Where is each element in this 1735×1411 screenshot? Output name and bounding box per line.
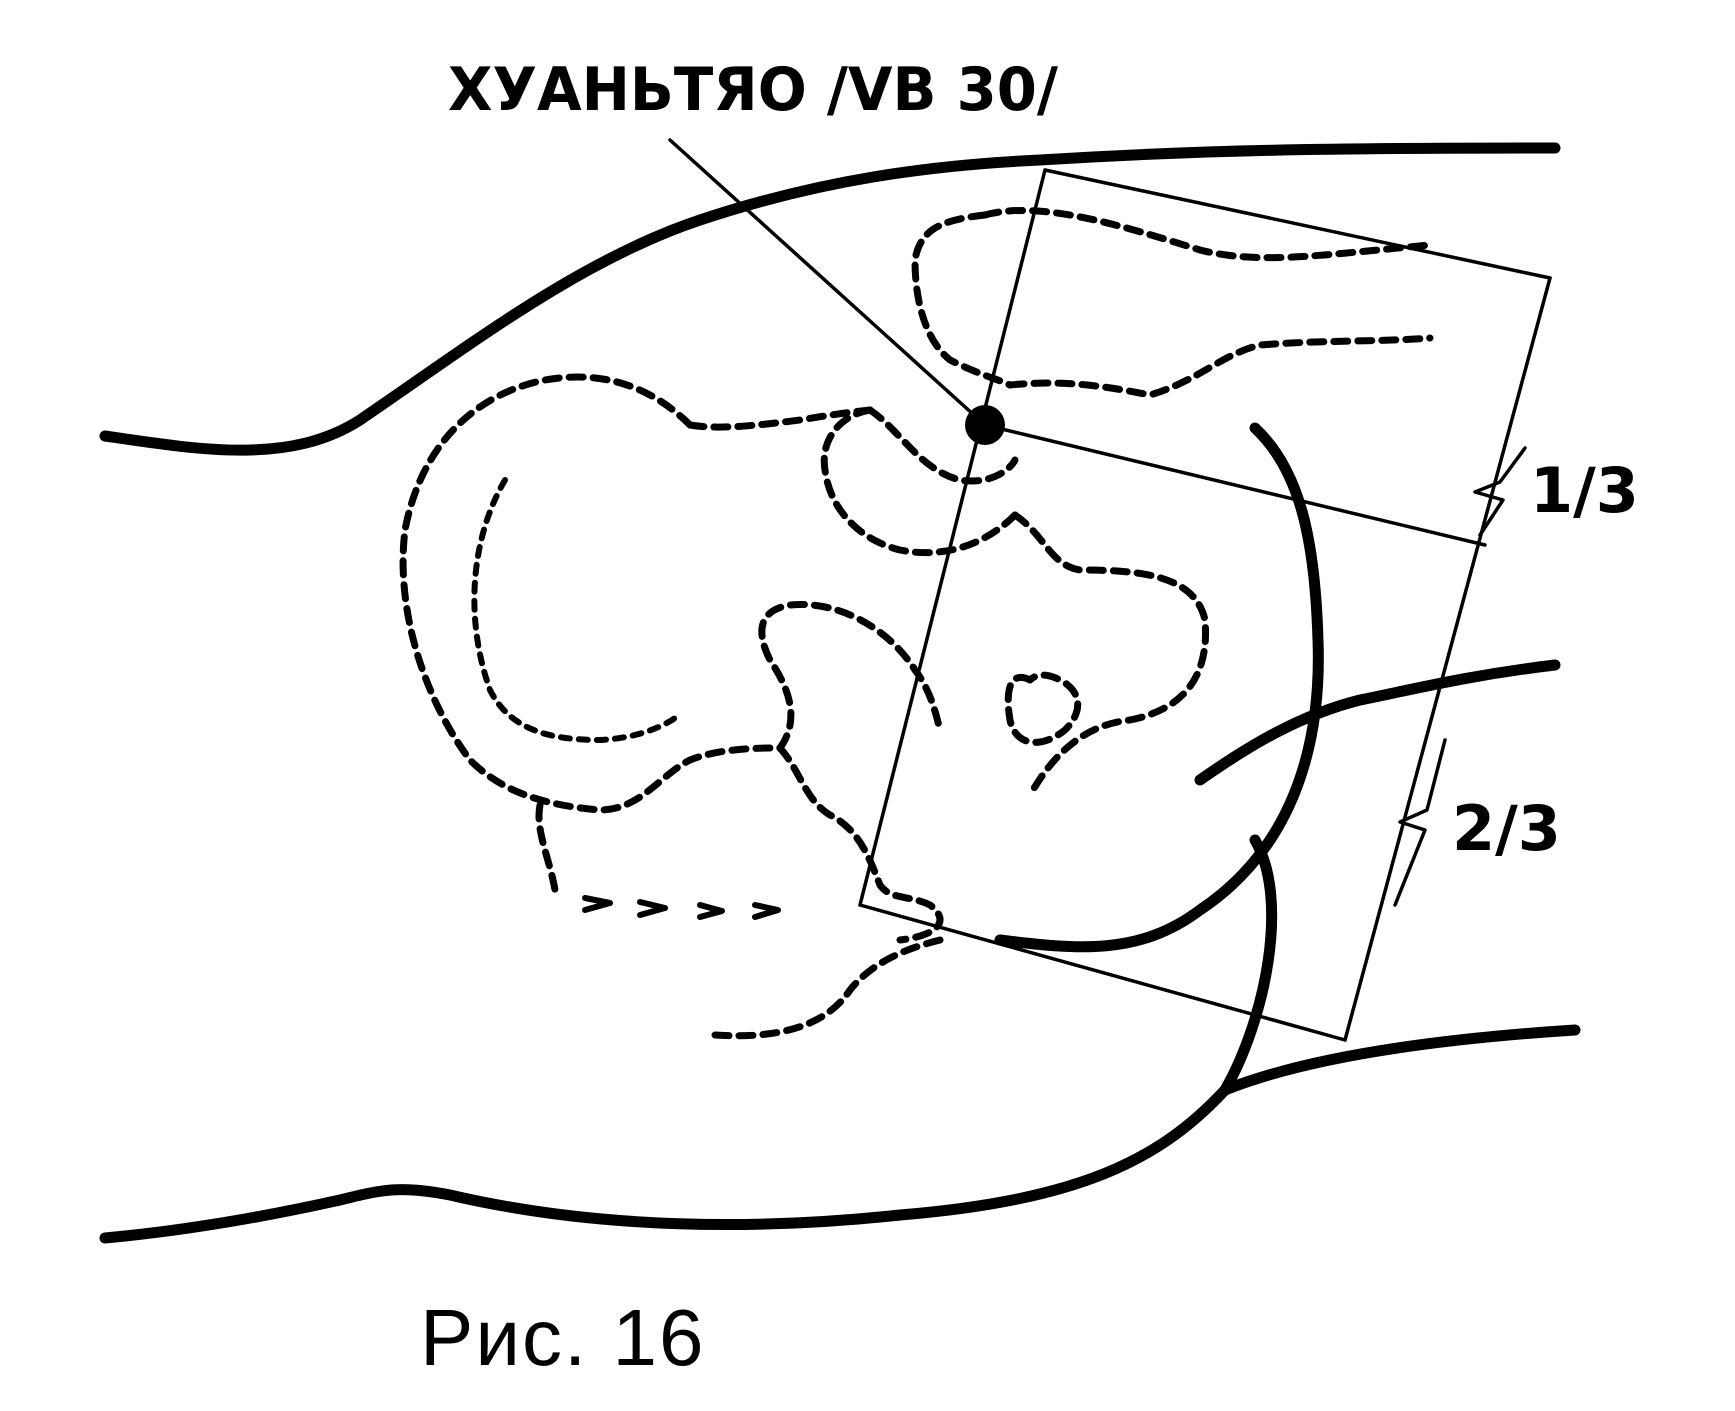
fraction-braces xyxy=(1393,446,1527,907)
proportion-lines xyxy=(668,138,1552,1042)
femoral-head-contour xyxy=(471,477,678,743)
bone-contours xyxy=(399,206,1434,1040)
upper-fraction-label: 1/3 xyxy=(1530,454,1639,527)
acupoint-label: ХУАНЬТЯО /VB 30/ xyxy=(448,55,1058,125)
lower-fraction-label: 2/3 xyxy=(1452,792,1561,865)
figure-caption: Рис. 16 xyxy=(420,1293,706,1382)
chevron-marks xyxy=(582,895,781,920)
body-outline xyxy=(99,142,1581,1244)
acupoint-marker xyxy=(965,405,1005,445)
